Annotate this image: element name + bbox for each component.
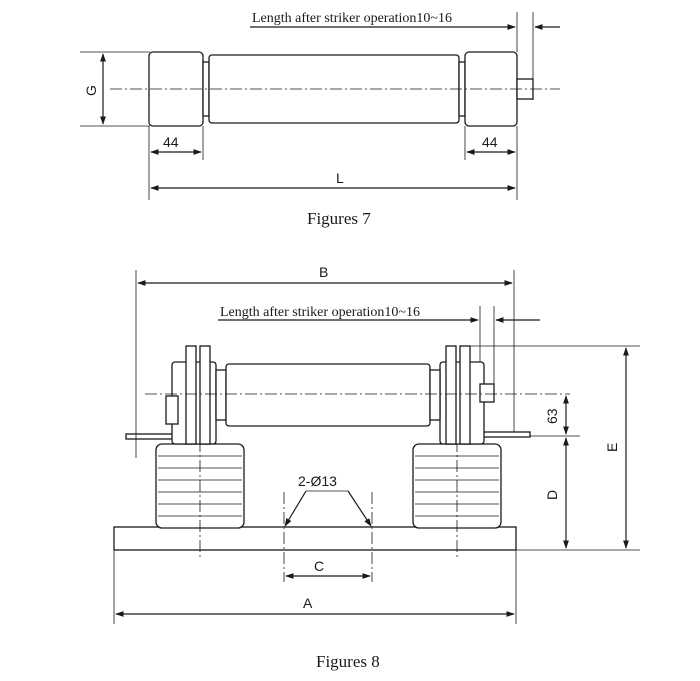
label-b: B [319,264,328,280]
dimension-63: 63 [530,395,580,437]
striker-note-7: Length after striker operation10~16 [250,11,560,100]
label-a: A [303,595,313,611]
dimension-c: C [285,558,371,579]
dimension-g: G [83,53,106,125]
dimension-right-cap: 44 [464,126,518,200]
label-d: D [544,490,560,500]
right-insulator [412,440,502,560]
right-contact-clip [439,345,495,445]
dimension-left-cap: 44 [148,126,204,160]
figure-7: G 44 44 L Length after strik [80,11,560,228]
label-left-cap: 44 [163,134,179,150]
striker-note-text-7: Length after striker operation10~16 [252,11,452,26]
dimension-l: L [148,160,516,200]
label-e: E [604,443,620,452]
dimension-d: D [544,437,569,549]
mounting-holes: 2-Ø13 [283,473,373,582]
striker-note-text-8: Length after striker operation10~16 [220,305,420,320]
dimension-e: E [470,345,640,551]
fuse-tube [215,363,441,427]
caption-figure-7: Figures 7 [307,209,371,228]
dimension-a: A [113,550,517,624]
caption-figure-8: Figures 8 [316,652,380,671]
left-contact-clip [165,345,217,445]
label-g: G [83,85,99,96]
striker-note-8: Length after striker operation10~16 [218,305,540,384]
dimension-b: B [135,264,515,458]
label-l: L [336,170,344,186]
label-right-cap: 44 [482,134,498,150]
base-plate [113,526,517,551]
figure-8: 2-Ø13 C A B Length after striker op [113,264,640,671]
label-63: 63 [544,408,560,424]
fuse-drawing [80,51,560,127]
label-c: C [314,558,324,574]
left-insulator [155,440,245,560]
label-holes: 2-Ø13 [298,473,337,489]
